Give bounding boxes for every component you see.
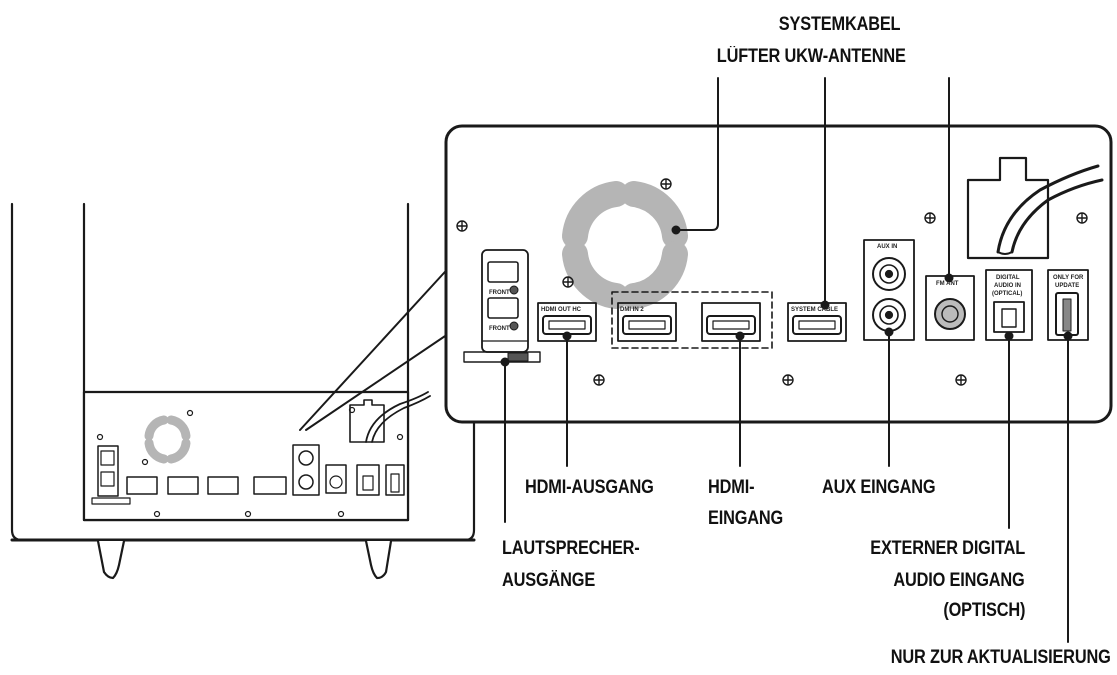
- label-hdmi-ausgang: HDMI-AUSGANG: [525, 477, 654, 498]
- label-luefter-ukw-antenne: LÜFTER UKW-ANTENNE: [716, 46, 906, 67]
- small-unit: [10, 202, 476, 580]
- svg-text:ONLY FOR: ONLY FOR: [1053, 275, 1084, 281]
- svg-text:FM ANT: FM ANT: [936, 281, 959, 287]
- label-externer-digital-2: AUDIO EINGANG: [893, 570, 1025, 591]
- svg-text:SYSTEM CABLE: SYSTEM CABLE: [791, 307, 838, 313]
- speaker-terminals: [463, 249, 541, 363]
- svg-text:DMI IN 2: DMI IN 2: [620, 307, 644, 313]
- leader-lines: [500, 77, 1073, 643]
- svg-text:(OPTICAL): (OPTICAL): [992, 291, 1022, 297]
- svg-text:DIGITAL: DIGITAL: [996, 275, 1020, 281]
- enlarged-rear-panel: [444, 124, 1113, 424]
- label-externer-digital-3: (OPTISCH): [943, 600, 1025, 621]
- label-aux-eingang: AUX EINGANG: [822, 477, 936, 498]
- screws: [456, 178, 1088, 386]
- svg-text:HDMI OUT HC: HDMI OUT HC: [541, 307, 582, 313]
- label-systemkabel: SYSTEMKABEL: [778, 14, 900, 35]
- svg-text:FRONT: FRONT: [489, 290, 510, 296]
- svg-text:AUDIO IN: AUDIO IN: [994, 283, 1021, 289]
- svg-text:FRONT: FRONT: [489, 326, 510, 332]
- svg-text:UPDATE: UPDATE: [1055, 283, 1079, 289]
- label-lautsprecher-2: AUSGÄNGE: [502, 570, 596, 591]
- label-nur-zur-aktualisierung: NUR ZUR AKTUALISIERUNG: [891, 647, 1111, 668]
- label-externer-digital-1: EXTERNER DIGITAL: [870, 538, 1025, 559]
- panel-markings: FRONT FRONT HDMI OUT HC DMI IN 2 SYSTEM …: [489, 244, 1084, 332]
- svg-text:AUX IN: AUX IN: [877, 244, 897, 250]
- label-hdmi-eingang-1: HDMI-: [708, 477, 755, 498]
- label-lautsprecher-1: LAUTSPRECHER-: [502, 538, 640, 559]
- label-hdmi-eingang-2: EINGANG: [708, 508, 784, 529]
